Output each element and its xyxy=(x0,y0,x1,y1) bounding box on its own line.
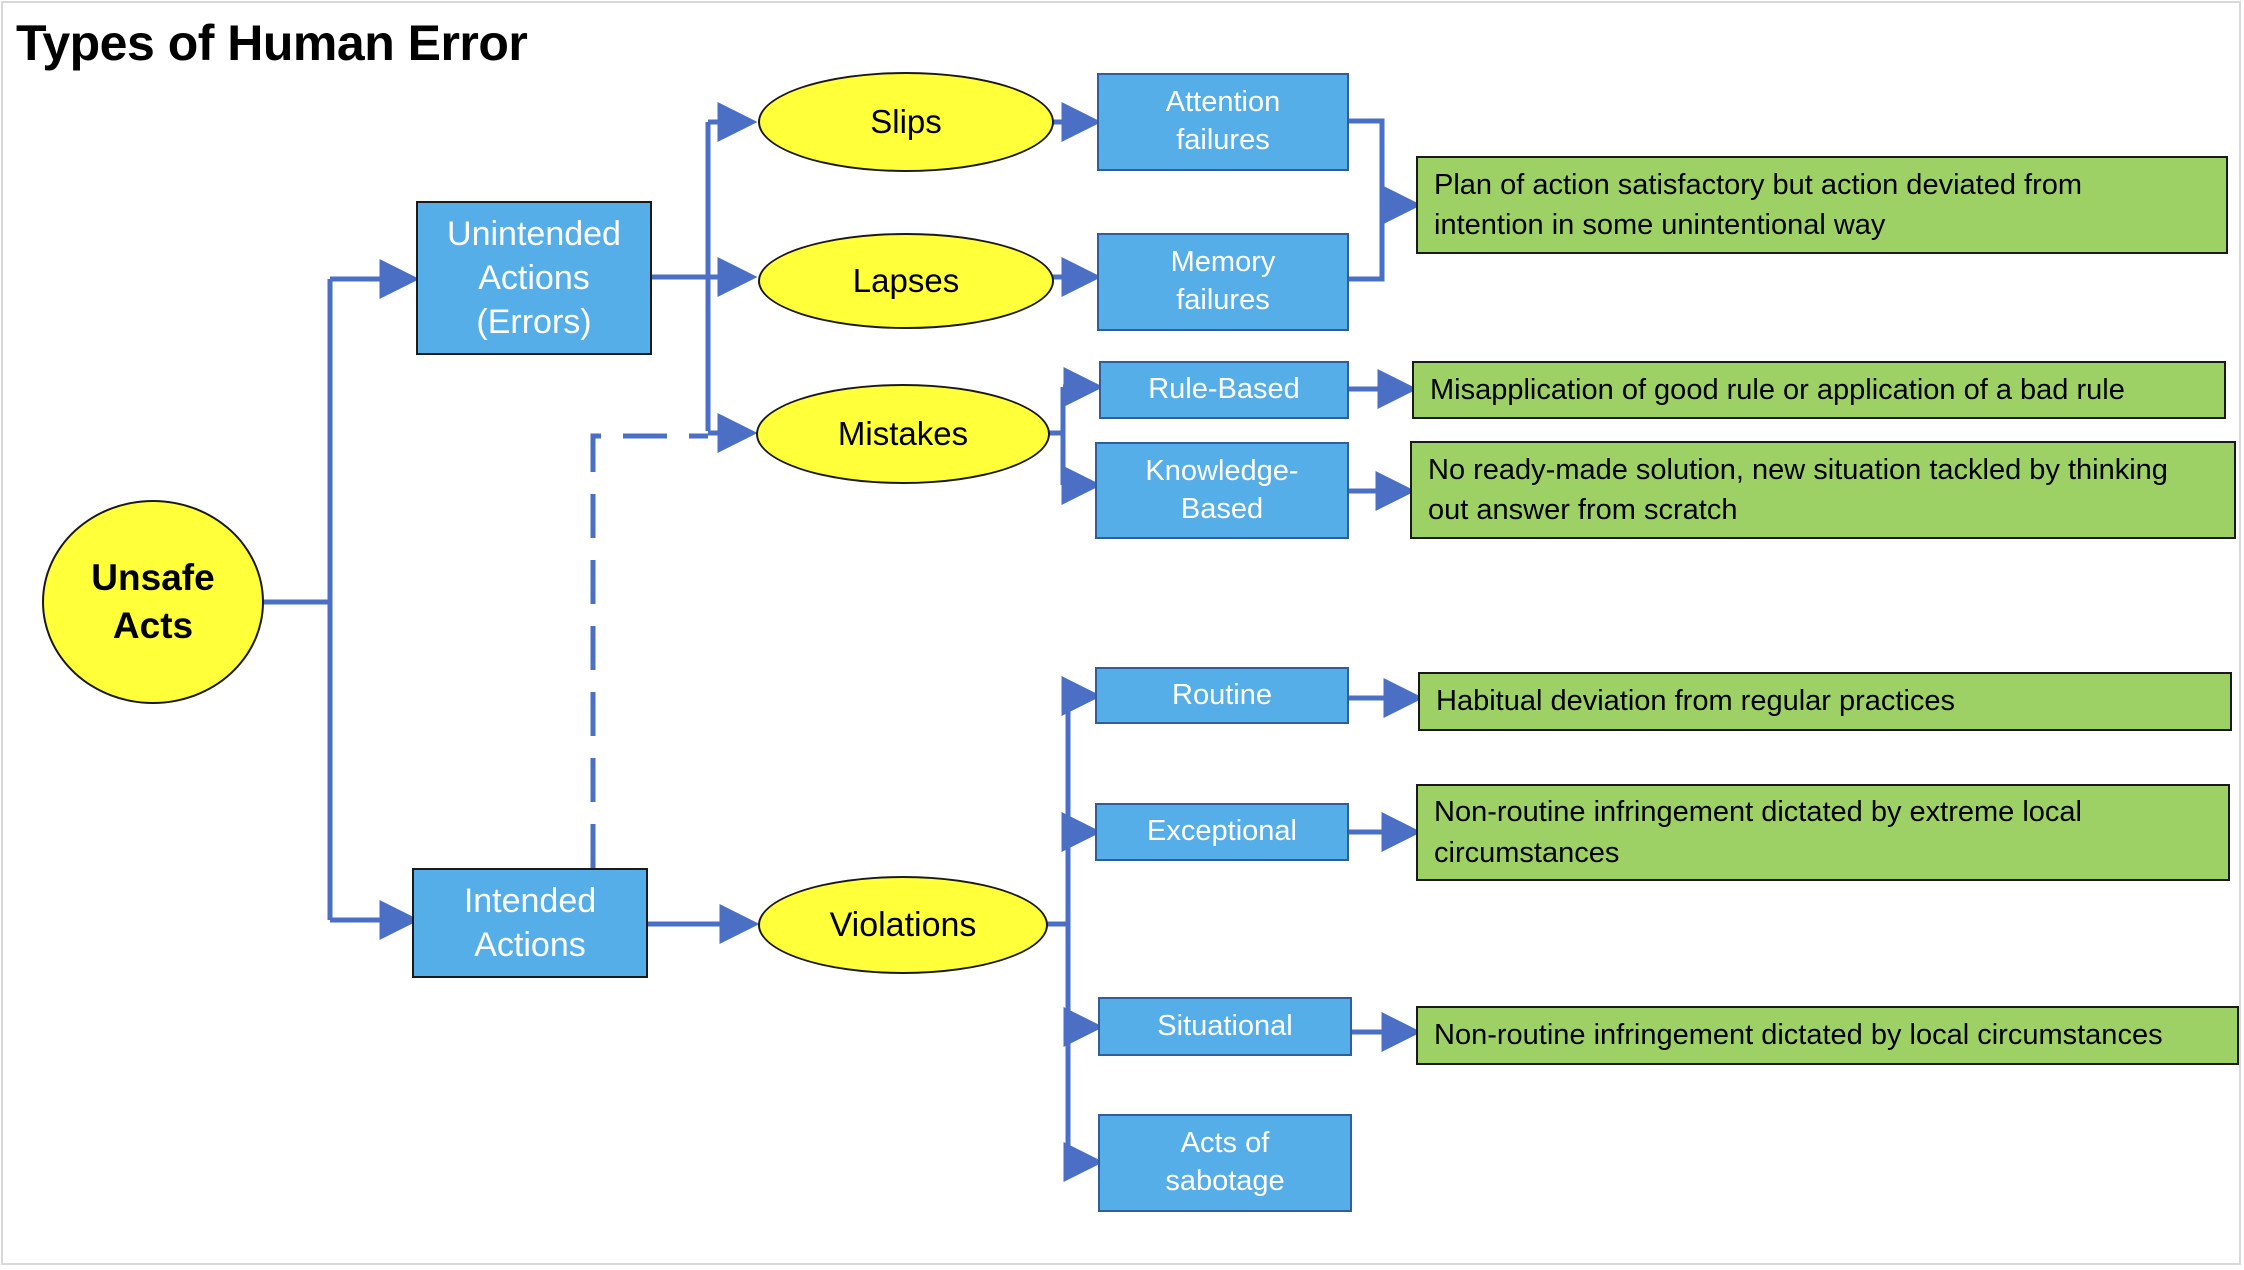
violations-node: Violations xyxy=(758,876,1048,974)
slips-lapses-description: Plan of action satisfactory but action d… xyxy=(1416,156,2228,254)
exceptional-description: Non-routine infringement dictated by ext… xyxy=(1416,784,2230,881)
routine-description: Habitual deviation from regular practice… xyxy=(1418,672,2232,731)
situational-description: Non-routine infringement dictated by loc… xyxy=(1416,1006,2239,1065)
knowledge-based-node: Knowledge- Based xyxy=(1095,442,1349,539)
knowledge-based-description: No ready-made solution, new situation ta… xyxy=(1410,441,2236,539)
memory-failures-node: Memory failures xyxy=(1097,233,1349,331)
unsafe-acts-node: Unsafe Acts xyxy=(42,500,264,704)
intended-actions-node: Intended Actions xyxy=(412,868,648,978)
lapses-node: Lapses xyxy=(758,233,1054,329)
connector-attention-memory-bracket xyxy=(1349,118,1385,282)
routine-node: Routine xyxy=(1095,667,1349,724)
attention-failures-node: Attention failures xyxy=(1097,73,1349,171)
rule-based-description: Misapplication of good rule or applicati… xyxy=(1412,361,2226,419)
diagram-title: Types of Human Error xyxy=(16,15,528,71)
unintended-actions-node: Unintended Actions (Errors) xyxy=(416,201,652,355)
acts-of-sabotage-node: Acts of sabotage xyxy=(1098,1114,1352,1212)
mistakes-node: Mistakes xyxy=(756,384,1050,484)
connector-intended-to-mistakes-dashed xyxy=(590,433,708,868)
situational-node: Situational xyxy=(1098,997,1352,1056)
exceptional-node: Exceptional xyxy=(1095,803,1349,861)
slips-node: Slips xyxy=(758,72,1054,172)
rule-based-node: Rule-Based xyxy=(1099,361,1349,419)
